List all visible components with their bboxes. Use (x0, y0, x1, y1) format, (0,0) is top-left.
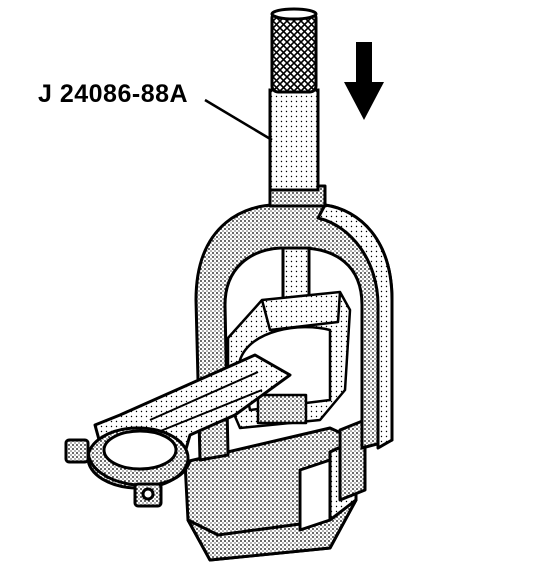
leader-line (204, 98, 273, 142)
press-base (183, 418, 367, 562)
connecting-rod (64, 353, 292, 508)
down-arrow-icon (344, 42, 384, 120)
press-rod (268, 7, 320, 324)
tool-number-label: J 24086-88A (38, 80, 189, 108)
